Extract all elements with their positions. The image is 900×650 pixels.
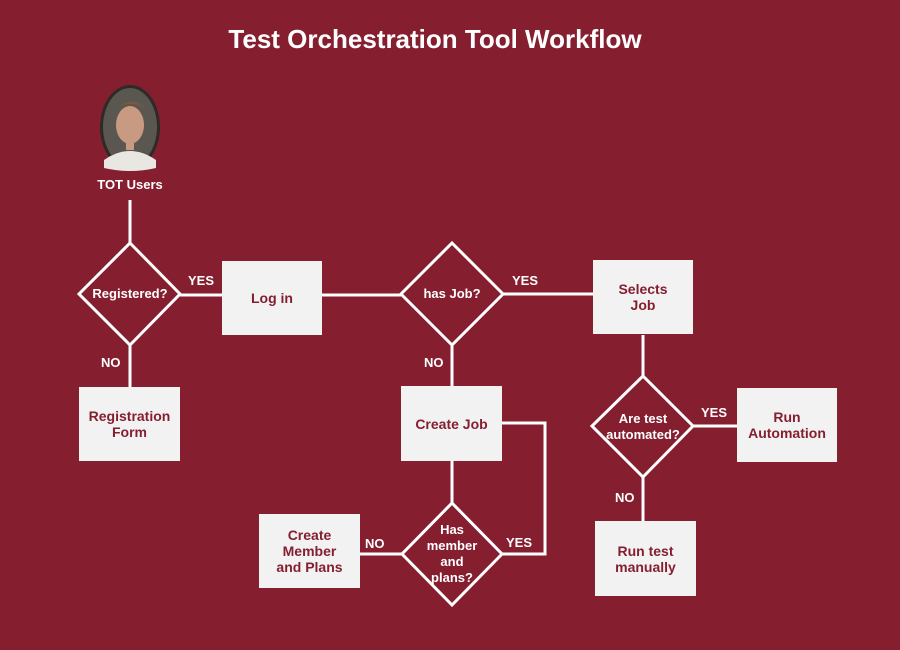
- edge-label-automated-no: NO: [615, 490, 635, 505]
- box-selects-job: Selects Job: [593, 260, 693, 334]
- box-registration-form: Registration Form: [79, 387, 180, 461]
- decision-has-job-diamond: [398, 240, 506, 348]
- edge-label-registered-no: NO: [101, 355, 121, 370]
- decision-registered-label: Registered?: [92, 286, 168, 301]
- box-log-in: Log in: [222, 261, 322, 335]
- diagram-title: Test Orchestration Tool Workflow: [228, 24, 642, 54]
- decision-automated-diamond: [589, 373, 696, 480]
- edge-label-member-yes: YES: [506, 535, 533, 550]
- box-create-job: Create Job: [401, 386, 502, 461]
- connectors: [128, 200, 737, 556]
- decision-automated-label: Are test automated?: [606, 411, 680, 442]
- edge-label-registered-yes: YES: [188, 273, 215, 288]
- user-label: TOT Users: [97, 177, 163, 192]
- user-avatar: [100, 85, 160, 171]
- decision-has-job-label: has Job?: [423, 286, 481, 301]
- decision-has-member-diamond: [399, 500, 505, 608]
- connector-member-yes-loop: [502, 421, 547, 556]
- box-run-test-manually: Run test manually: [595, 521, 696, 596]
- decision-has-member-label: Has member and plans?: [426, 522, 478, 585]
- decision-registered-diamond: [76, 240, 183, 348]
- edge-label-automated-yes: YES: [701, 405, 728, 420]
- box-create-member-plans: Create Member and Plans: [259, 514, 360, 588]
- edge-label-has-job-yes: YES: [512, 273, 539, 288]
- edge-label-member-no: NO: [365, 536, 385, 551]
- edge-label-has-job-no: NO: [424, 355, 444, 370]
- box-run-automation: Run Automation: [737, 388, 837, 462]
